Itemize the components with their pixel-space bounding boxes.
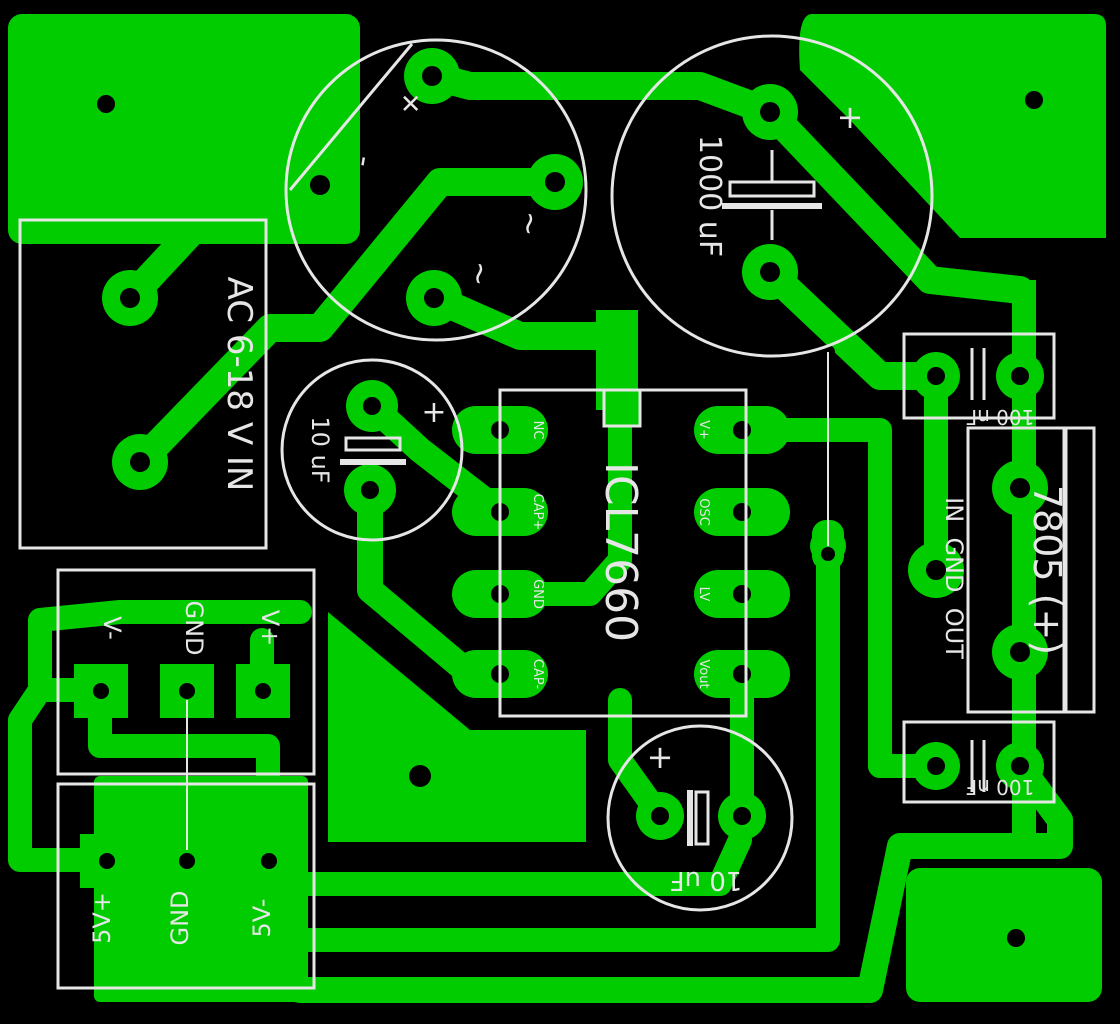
trace-neg5-top: [28, 600, 312, 702]
label-cap-100nf-top: 100 nF: [966, 405, 1035, 429]
outline-cap-big: [610, 34, 934, 358]
label-ic-name: ICL7660: [595, 462, 646, 642]
trace-right-bottom: [287, 753, 1073, 1003]
silkscreen: [18, 34, 1066, 990]
copper-pour-mid-left: [328, 612, 586, 842]
label-cap-big-plus: +: [837, 98, 864, 136]
label-ic-pin-r4: Vout: [696, 659, 711, 688]
label-cap-big: 1000 uF: [692, 135, 727, 257]
outline-cap-10uf-bottom: [606, 724, 794, 912]
label-conn-bottom-3: 5V-: [248, 899, 276, 938]
label-ic-pin-l1: NC: [530, 421, 545, 440]
outline-ac-input: [18, 218, 268, 550]
cap-symbols: [340, 150, 986, 846]
label-bridge-pin-2: ~: [510, 208, 549, 239]
label-ic-pin-r1: V+: [696, 420, 711, 440]
label-conn-bottom-1: 5V+: [88, 892, 116, 944]
label-ac-input: AC 6-18 V IN: [219, 277, 259, 492]
label-conn-top-2: GND: [180, 600, 208, 655]
label-ic-pin-r2: OSC: [696, 498, 711, 526]
label-cap-10uf-top: 10 uF: [306, 416, 334, 483]
label-reg-name: 7805 (+): [1025, 485, 1069, 655]
label-cap-100nf-bottom: 100 nF: [966, 775, 1035, 799]
outline-100nf-top: [902, 332, 1056, 420]
outline-reg: [966, 426, 1066, 714]
label-ic-pin-l3: GND: [530, 579, 545, 609]
label-cap-10uf-top-plus: +: [421, 395, 446, 430]
trace-cap-plus: [756, 98, 1034, 304]
copper-pour-bottom-right: [906, 868, 1102, 1002]
label-ic-pin-l4: CAP-: [530, 659, 545, 690]
trace-via: [108, 546, 840, 952]
label-ic-pin-l2: CAP+: [530, 494, 545, 531]
outline-100nf-bottom: [902, 720, 1056, 804]
label-reg-pins: IN GND OUT: [940, 497, 968, 659]
label-ic-pin-r3: LV: [696, 587, 711, 602]
trace-ac-2: [126, 168, 569, 476]
label-cap-10uf-bottom-plus: +: [647, 738, 674, 776]
label-cap-10uf-bottom: 10 uF: [670, 865, 743, 895]
silk-text: AC 6-18 V IN 1000 uF + ~ ~ + - 10 uF + I…: [88, 82, 1069, 945]
label-bridge-pin-1: ~: [460, 258, 499, 289]
trace-bridge-minus: [420, 284, 624, 350]
outline-bridge: [284, 38, 588, 342]
label-conn-bottom-2: GND: [166, 890, 194, 945]
copper-pour-top-right: [799, 14, 1106, 238]
outline-cap-10uf-top: [280, 358, 464, 542]
label-conn-top-1: V-: [98, 616, 126, 640]
label-conn-top-3: V+: [256, 610, 284, 647]
